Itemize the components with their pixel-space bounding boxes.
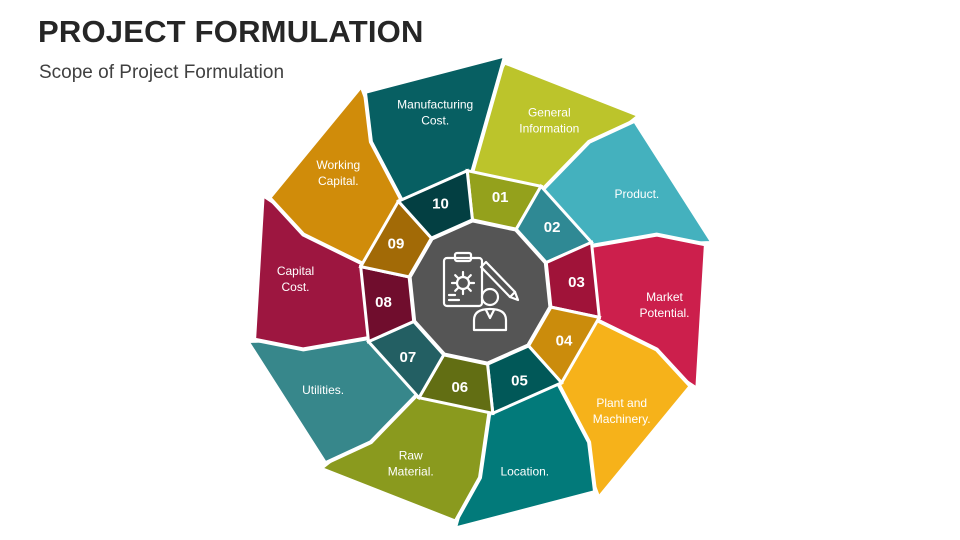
segment-label-line: Product. bbox=[615, 187, 660, 201]
segment-number: 07 bbox=[400, 349, 417, 366]
segment-number: 10 bbox=[432, 195, 449, 212]
segment-label-line: Market bbox=[646, 290, 683, 304]
inner-wedges-group bbox=[358, 168, 602, 416]
segment-number: 06 bbox=[451, 379, 468, 396]
segment-label: Product. bbox=[615, 187, 660, 201]
segment-label-line: Location. bbox=[500, 465, 549, 479]
segment-label: Utilities. bbox=[302, 383, 344, 397]
segment-label-line: Capital bbox=[277, 264, 314, 278]
segment-label-line: Raw bbox=[399, 449, 423, 463]
page-title: PROJECT FORMULATION bbox=[38, 14, 424, 49]
segment-number: 08 bbox=[375, 294, 392, 311]
segment-label-line: Manufacturing bbox=[397, 98, 473, 112]
segment-label-line: Plant and bbox=[596, 396, 647, 410]
segment-number: 09 bbox=[388, 236, 405, 253]
segment-label-line: Working bbox=[316, 158, 360, 172]
segment-label-line: Potential. bbox=[639, 306, 689, 320]
segment-label-line: Material. bbox=[388, 465, 434, 479]
segment-label-line: Utilities. bbox=[302, 383, 344, 397]
project-formulation-icon bbox=[442, 251, 520, 332]
segment-label-line: Capital. bbox=[318, 174, 359, 188]
page-subtitle: Scope of Project Formulation bbox=[39, 62, 285, 83]
center-hub bbox=[407, 218, 553, 366]
segment-label: Location. bbox=[500, 465, 549, 479]
segment-number: 03 bbox=[568, 274, 585, 291]
segments-group bbox=[245, 53, 715, 531]
segment-label-line: Machinery. bbox=[593, 412, 651, 426]
segment-numbers-group: 01 02 03 04 05 06 07 08 09 10 bbox=[375, 189, 585, 396]
segment-label-line: Information bbox=[519, 122, 579, 136]
segment-number: 04 bbox=[556, 333, 573, 350]
segment-label-line: General bbox=[528, 106, 571, 120]
segment-number: 01 bbox=[492, 189, 509, 206]
segment-label-line: Cost. bbox=[281, 280, 309, 294]
center-decagon bbox=[407, 218, 553, 366]
segment-number: 05 bbox=[511, 373, 528, 390]
segment-label-line: Cost. bbox=[421, 114, 449, 128]
segment-number: 02 bbox=[544, 219, 561, 236]
